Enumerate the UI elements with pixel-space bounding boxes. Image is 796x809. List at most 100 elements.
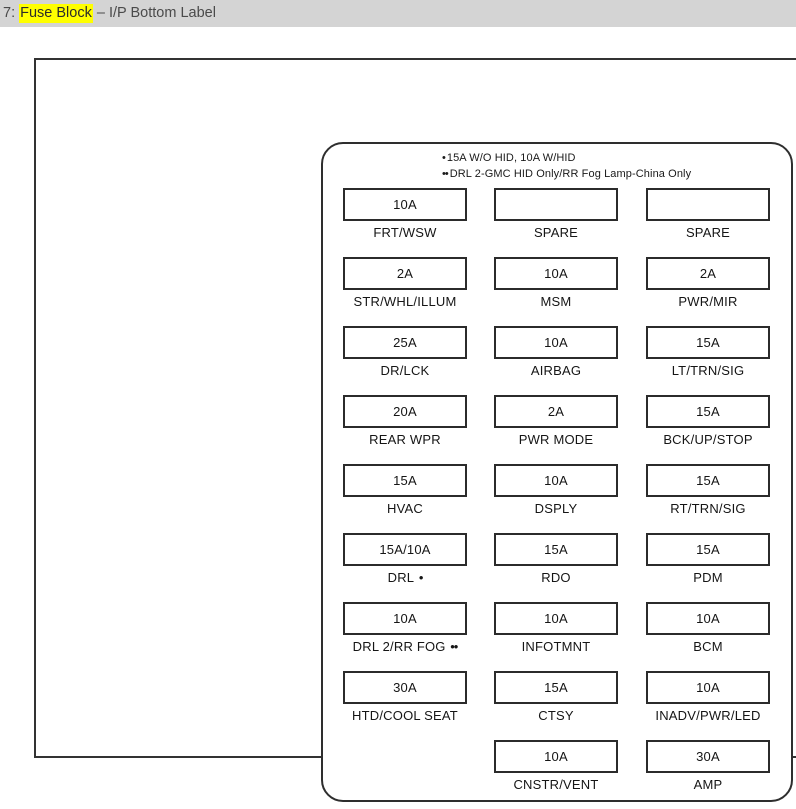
fuse-label: BCK/UP/STOP (646, 432, 770, 447)
fuse-box[interactable]: 15A (646, 326, 770, 359)
fuse-label-text: DR/LCK (380, 363, 430, 378)
fuse-label: PWR/MIR (646, 294, 770, 309)
fuse-cell: 10A BCM (646, 602, 770, 654)
fuse-cell: 10A AIRBAG (494, 326, 618, 378)
fuse-label: BCM (646, 639, 770, 654)
fuse-box[interactable]: 15A/10A (343, 533, 467, 566)
fuse-box[interactable]: 2A (494, 395, 618, 428)
fuse-cell: 2A STR/WHL/ILLUM (343, 257, 467, 309)
fuse-box[interactable]: 10A (494, 740, 618, 773)
fuse-box[interactable]: 10A (646, 602, 770, 635)
fuse-cell: 15A BCK/UP/STOP (646, 395, 770, 447)
fuse-label-bullet-icon: •• (447, 639, 458, 654)
fuse-label: PDM (646, 570, 770, 585)
fuse-box[interactable]: 15A (646, 464, 770, 497)
fuse-label-text: AIRBAG (530, 363, 582, 378)
legend-notes: •15A W/O HID, 10A W/HID ••DRL 2-GMC HID O… (442, 150, 691, 182)
fuse-label-text: HTD/COOL SEAT (352, 708, 458, 723)
fuse-box[interactable]: 15A (646, 395, 770, 428)
fuse-label: DRL 2/RR FOG •• (343, 639, 467, 654)
fuse-label: FRT/WSW (343, 225, 467, 240)
fuse-box[interactable] (494, 188, 618, 221)
fuse-label-text: FRT/WSW (373, 225, 437, 240)
fuse-cell: 30A HTD/COOL SEAT (343, 671, 467, 723)
fuse-cell: 2A PWR MODE (494, 395, 618, 447)
fuse-label-text: DSPLY (534, 501, 578, 516)
fuse-label-text: PWR/MIR (678, 294, 738, 309)
diagram-outer-frame: •15A W/O HID, 10A W/HID••DRL 2-GMC HID O… (34, 58, 796, 802)
legend-bullet-icon: •• (442, 168, 449, 180)
fuse-label-text: INADV/PWR/LED (655, 708, 761, 723)
fuse-label: DR/LCK (343, 363, 467, 378)
fuse-cell: 10A DSPLY (494, 464, 618, 516)
fuse-box[interactable] (646, 188, 770, 221)
fuse-label-bullet-icon: • (416, 570, 424, 585)
fuse-box[interactable]: 2A (343, 257, 467, 290)
fuse-box[interactable]: 15A (343, 464, 467, 497)
fuse-label-text: DRL (387, 570, 415, 585)
fuse-cell: 10A INFOTMNT (494, 602, 618, 654)
fuse-label: RT/TRN/SIG (646, 501, 770, 516)
fuse-label: MSM (494, 294, 618, 309)
fuse-box[interactable]: 15A (494, 533, 618, 566)
fuse-box[interactable]: 15A (494, 671, 618, 704)
fuse-box[interactable]: 10A (494, 257, 618, 290)
fuse-cell: SPARE (494, 188, 618, 240)
fuse-label: STR/WHL/ILLUM (343, 294, 467, 309)
fuse-block-panel: •15A W/O HID, 10A W/HID••DRL 2-GMC HID O… (321, 142, 793, 802)
fuse-label-text: PWR MODE (518, 432, 594, 447)
page-title-prefix: 7: (3, 5, 20, 21)
fuse-label: CNSTR/VENT (494, 777, 618, 792)
fuse-cell: 2A PWR/MIR (646, 257, 770, 309)
fuse-row: 10A FRT/WSW SPARE SPARE (323, 188, 795, 257)
fuse-box[interactable]: 10A (494, 464, 618, 497)
fuse-label: DRL • (343, 570, 467, 585)
fuse-box[interactable]: 10A (494, 602, 618, 635)
fuse-box[interactable]: 25A (343, 326, 467, 359)
header-bar: 7: Fuse Block – I/P Bottom Label (0, 0, 796, 27)
legend-line: •15A W/O HID, 10A W/HID (442, 150, 691, 166)
fuse-cell: 15A RT/TRN/SIG (646, 464, 770, 516)
fuse-label-text: CNSTR/VENT (513, 777, 599, 792)
fuse-label: RDO (494, 570, 618, 585)
fuse-box[interactable]: 10A (494, 326, 618, 359)
fuse-box[interactable]: 2A (646, 257, 770, 290)
fuse-label-text: STR/WHL/ILLUM (353, 294, 457, 309)
fuse-label: PWR MODE (494, 432, 618, 447)
page-title-suffix: – I/P Bottom Label (92, 5, 216, 21)
fuse-cell: 20A REAR WPR (343, 395, 467, 447)
fuse-grid: 10A FRT/WSW SPARE SPARE 2A STR/WHL/ILLUM 10A MS… (323, 188, 795, 809)
fuse-row: 2A STR/WHL/ILLUM 10A MSM 2A PWR/MIR (323, 257, 795, 326)
fuse-row: 20A REAR WPR 2A PWR MODE 15A BCK/UP/STOP (323, 395, 795, 464)
fuse-label: AIRBAG (494, 363, 618, 378)
fuse-label-text: REAR WPR (369, 432, 441, 447)
fuse-label: SPARE (646, 225, 770, 240)
fuse-row: 15A/10A DRL • 15A RDO 15A PDM (323, 533, 795, 602)
fuse-label: REAR WPR (343, 432, 467, 447)
fuse-label: INFOTMNT (494, 639, 618, 654)
fuse-label: INADV/PWR/LED (646, 708, 770, 723)
fuse-box[interactable]: 10A (343, 602, 467, 635)
fuse-box[interactable]: 20A (343, 395, 467, 428)
fuse-box[interactable]: 10A (343, 188, 467, 221)
fuse-cell: 10A CNSTR/VENT (494, 740, 618, 792)
fuse-cell: 15A RDO (494, 533, 618, 585)
fuse-label-text: INFOTMNT (521, 639, 591, 654)
fuse-label-text: PDM (693, 570, 723, 585)
fuse-box[interactable]: 10A (646, 671, 770, 704)
fuse-box[interactable]: 30A (646, 740, 770, 773)
fuse-cell: SPARE (646, 188, 770, 240)
fuse-label-text: MSM (540, 294, 572, 309)
fuse-box[interactable]: 30A (343, 671, 467, 704)
fuse-label-text: AMP (693, 777, 723, 792)
fuse-cell: 10A DRL 2/RR FOG •• (343, 602, 467, 654)
fuse-box[interactable]: 15A (646, 533, 770, 566)
fuse-cell: 10A FRT/WSW (343, 188, 467, 240)
fuse-label-text: BCK/UP/STOP (663, 432, 753, 447)
legend-text: DRL 2-GMC HID Only/RR Fog Lamp-China Onl… (449, 168, 692, 180)
